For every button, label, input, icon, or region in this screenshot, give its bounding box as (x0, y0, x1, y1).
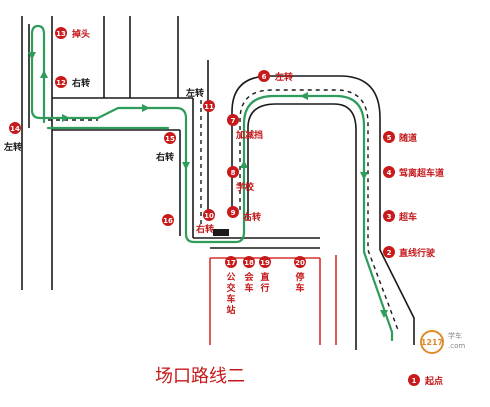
site-logo: 1217 学车 .com (420, 330, 465, 354)
logo-domain: .com (448, 342, 465, 350)
station-20-label: 停车 (295, 271, 304, 294)
station-7-num: 7 (231, 117, 236, 125)
station-4-label: 驾离超车道 (399, 167, 444, 179)
stop-block (213, 229, 229, 236)
route-arrows (28, 52, 388, 318)
station-labels: 起点 直线行驶 超车 驾离超车道 随道 左转 加减挡 学校 右转 右转 左转 右… (3, 28, 444, 387)
station-8-num: 8 (231, 169, 236, 177)
station-1-num: 1 (412, 377, 417, 385)
station-11-label: 左转 (185, 87, 204, 99)
vertical-labels: 公交车站 会车 直行 停车 (226, 271, 304, 316)
station-markers (9, 27, 420, 386)
station-5-num: 5 (387, 134, 392, 142)
station-19-label: 直行 (259, 271, 269, 294)
station-17-num: 17 (226, 259, 236, 267)
station-7-label: 加减挡 (235, 129, 263, 141)
station-6-label: 左转 (274, 71, 293, 83)
station-17-label: 公交车站 (226, 272, 235, 316)
station-16-num: 16 (163, 217, 173, 225)
station-numbers: 1 2 3 4 5 6 7 8 9 10 11 12 13 14 15 16 1… (10, 30, 416, 385)
lane-dashes (48, 89, 399, 331)
station-15-num: 15 (165, 135, 175, 143)
logo-sub: 学车 (448, 331, 462, 340)
station-2-label: 直线行驶 (399, 247, 436, 259)
station-12-label: 右转 (71, 77, 90, 89)
station-14-num: 14 (10, 125, 20, 133)
station-19-num: 19 (260, 259, 270, 267)
station-3-label: 超车 (398, 211, 417, 223)
station-2-num: 2 (387, 249, 392, 257)
station-13-label: 掉头 (72, 28, 90, 40)
road-lines (21, 16, 415, 350)
station-1-label: 起点 (424, 375, 443, 387)
station-18-label: 会车 (244, 271, 254, 294)
station-11-num: 11 (204, 103, 214, 111)
station-5-label: 随道 (399, 132, 417, 144)
station-10-num: 10 (204, 212, 214, 220)
station-6-num: 6 (262, 73, 267, 81)
station-9-label: 右转 (242, 211, 261, 223)
logo-text: 1217 (421, 338, 443, 347)
station-13-num: 13 (56, 30, 66, 38)
station-15-label: 右转 (155, 151, 174, 163)
station-9-num: 9 (231, 209, 236, 217)
station-8-label: 学校 (236, 181, 255, 193)
diagram-title: 场口路线二 (155, 366, 245, 387)
station-18-num: 18 (244, 259, 254, 267)
station-20-num: 20 (295, 259, 305, 267)
station-4-num: 4 (387, 169, 392, 177)
station-14-label: 左转 (3, 141, 22, 153)
station-10-label: 右转 (195, 223, 214, 235)
station-12-num: 12 (56, 79, 66, 87)
station-3-num: 3 (387, 213, 392, 221)
green-route (30, 24, 394, 342)
